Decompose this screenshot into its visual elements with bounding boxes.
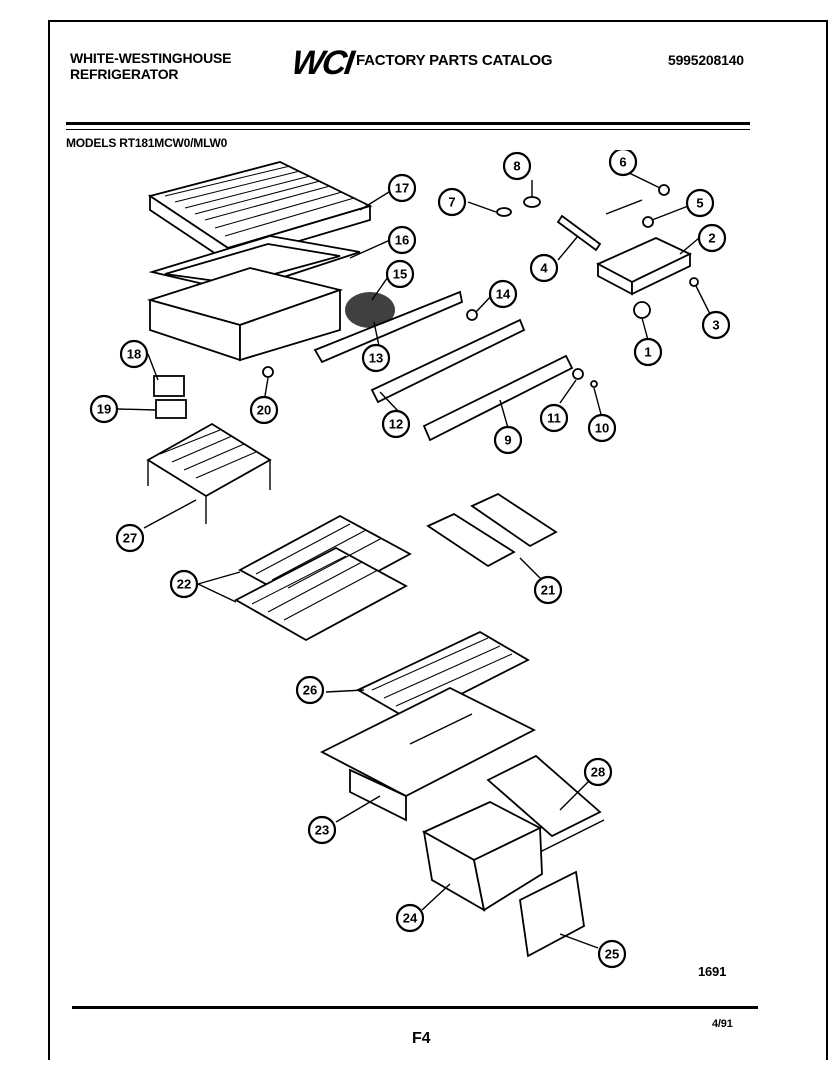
callout-27: 27 bbox=[115, 523, 145, 553]
part-21-ice-trays bbox=[426, 492, 558, 568]
diagram-ref-code: 1691 bbox=[698, 964, 727, 979]
callout-15: 15 bbox=[385, 259, 415, 289]
svg-text:25: 25 bbox=[605, 947, 619, 962]
part-24-crisper-pan bbox=[422, 800, 543, 912]
callout-11: 11 bbox=[539, 403, 569, 433]
svg-text:12: 12 bbox=[389, 417, 403, 432]
part-11-nut bbox=[572, 368, 584, 380]
header-rule-thin bbox=[66, 129, 750, 130]
part-20-screw bbox=[262, 366, 274, 378]
part-18-bracket bbox=[153, 375, 185, 397]
callout-18: 18 bbox=[119, 339, 149, 369]
callout-6: 6 bbox=[608, 150, 638, 177]
svg-text:3: 3 bbox=[712, 318, 719, 333]
callout-9: 9 bbox=[493, 425, 523, 455]
brand-line-1: WHITE-WESTINGHOUSE bbox=[70, 50, 232, 66]
part-22-glass-shelves bbox=[234, 514, 412, 642]
models-label: MODELS RT181MCW0/MLW0 bbox=[66, 136, 228, 150]
wci-logo: WCI bbox=[289, 44, 355, 82]
part-1-knob bbox=[633, 301, 651, 319]
svg-text:23: 23 bbox=[315, 823, 329, 838]
svg-text:14: 14 bbox=[496, 287, 511, 302]
part-13-15-bracket bbox=[146, 267, 464, 364]
header-rule bbox=[66, 122, 750, 125]
callout-5: 5 bbox=[685, 188, 715, 218]
svg-text:24: 24 bbox=[403, 911, 418, 926]
svg-text:5: 5 bbox=[696, 196, 703, 211]
callout-20: 20 bbox=[249, 395, 279, 425]
svg-text:28: 28 bbox=[591, 765, 605, 780]
svg-text:6: 6 bbox=[619, 155, 626, 170]
callout-8: 8 bbox=[502, 151, 532, 181]
callout-10: 10 bbox=[587, 413, 617, 443]
part-5-screw bbox=[642, 216, 654, 228]
callout-21: 21 bbox=[533, 575, 563, 605]
callout-19: 19 bbox=[89, 394, 119, 424]
callout-3: 3 bbox=[701, 310, 731, 340]
page-id: F4 bbox=[412, 1030, 431, 1047]
part-8-clip bbox=[523, 196, 541, 208]
part-6-screw bbox=[658, 184, 670, 196]
callout-2: 2 bbox=[697, 223, 727, 253]
callout-17: 17 bbox=[387, 173, 417, 203]
callout-16: 16 bbox=[387, 225, 417, 255]
callout-14: 14 bbox=[488, 279, 518, 309]
svg-text:19: 19 bbox=[97, 402, 111, 417]
exploded-parts-diagram: 1 2 3 4 5 6 7 8 9 10 11 12 13 14 15 16 1… bbox=[89, 150, 731, 969]
part-27-wire-shelf bbox=[146, 422, 272, 524]
part-19-bracket bbox=[155, 399, 187, 419]
part-4-bar bbox=[556, 214, 602, 252]
callout-1: 1 bbox=[633, 337, 663, 367]
part-10-screw bbox=[590, 380, 598, 388]
callout-24: 24 bbox=[395, 903, 425, 933]
callout-12: 12 bbox=[381, 409, 411, 439]
callout-23: 23 bbox=[307, 815, 337, 845]
svg-text:11: 11 bbox=[547, 411, 561, 426]
svg-text:22: 22 bbox=[177, 577, 191, 592]
callout-4: 4 bbox=[529, 253, 559, 283]
part-9-rail bbox=[422, 354, 574, 442]
svg-text:8: 8 bbox=[513, 159, 520, 174]
svg-text:15: 15 bbox=[393, 267, 407, 282]
page-frame bbox=[48, 20, 828, 1060]
svg-text:1: 1 bbox=[644, 345, 651, 360]
revision-date: 4/91 bbox=[712, 1018, 733, 1030]
svg-text:9: 9 bbox=[504, 433, 511, 448]
svg-text:10: 10 bbox=[595, 421, 609, 436]
callout-26: 26 bbox=[295, 675, 325, 705]
footer-rule bbox=[72, 1006, 758, 1009]
svg-text:20: 20 bbox=[257, 403, 271, 418]
callout-13: 13 bbox=[361, 343, 391, 373]
svg-text:17: 17 bbox=[395, 181, 409, 196]
part-3-screw bbox=[689, 277, 699, 287]
svg-text:21: 21 bbox=[541, 583, 555, 598]
part-2-control-housing bbox=[595, 199, 693, 296]
part-28-wire-rack bbox=[486, 754, 605, 853]
svg-text:7: 7 bbox=[448, 195, 455, 210]
part-12-rail bbox=[370, 318, 526, 404]
callout-28: 28 bbox=[583, 757, 613, 787]
brand-line-2: REFRIGERATOR bbox=[70, 66, 179, 82]
catalog-title: FACTORY PARTS CATALOG bbox=[356, 52, 553, 69]
catalog-number: 5995208140 bbox=[668, 52, 744, 68]
part-26-crisper-cover bbox=[356, 630, 530, 722]
callout-22: 22 bbox=[169, 569, 199, 599]
part-23-crisper-frame bbox=[320, 686, 536, 822]
callout-25: 25 bbox=[597, 939, 627, 969]
callout-7: 7 bbox=[437, 187, 467, 217]
svg-text:16: 16 bbox=[395, 233, 409, 248]
part-7-clip bbox=[496, 207, 512, 217]
svg-text:26: 26 bbox=[303, 683, 317, 698]
svg-text:27: 27 bbox=[123, 531, 137, 546]
part-25-pan-front bbox=[519, 870, 585, 958]
svg-text:4: 4 bbox=[540, 261, 548, 276]
part-14-screw bbox=[466, 309, 478, 321]
svg-text:18: 18 bbox=[127, 347, 141, 362]
svg-text:13: 13 bbox=[369, 351, 383, 366]
svg-text:2: 2 bbox=[708, 231, 715, 246]
